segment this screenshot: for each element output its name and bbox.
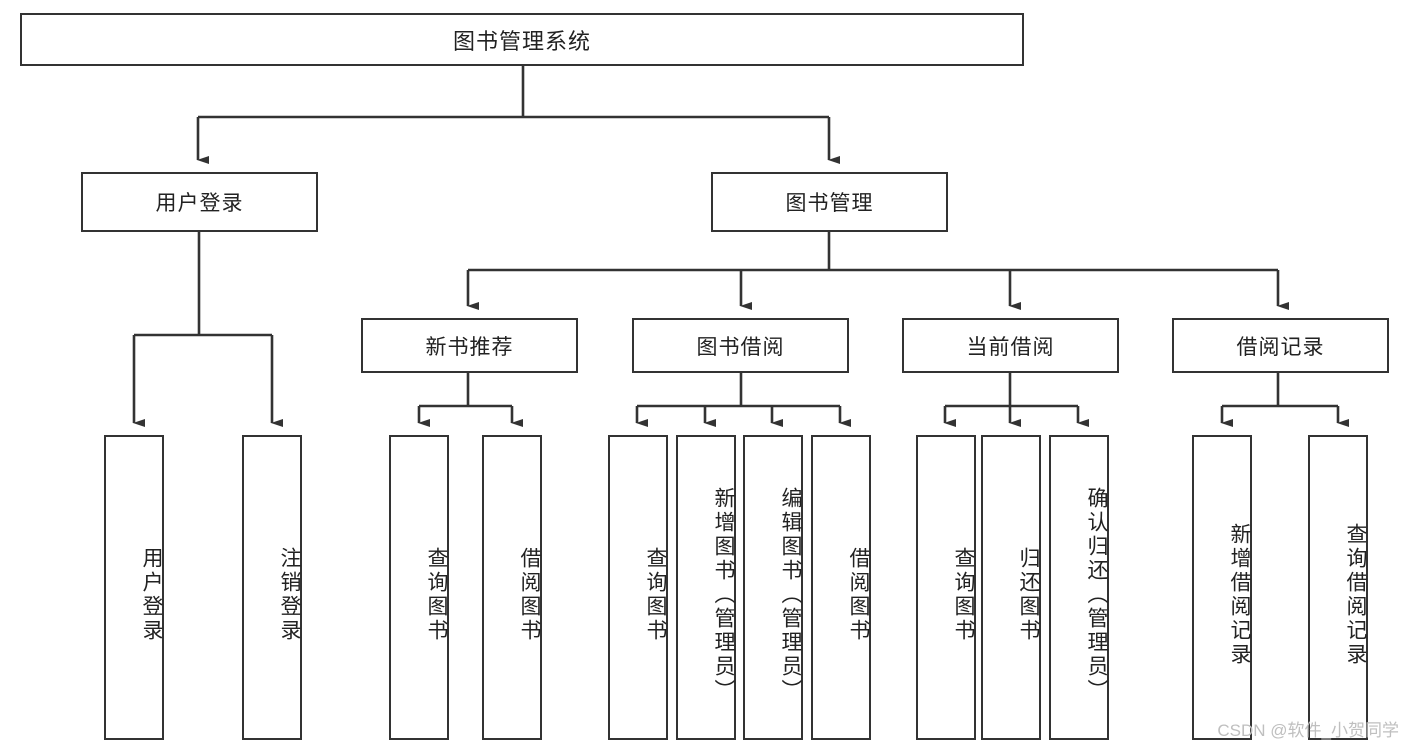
node-current-borrow[interactable]: 当前借阅: [902, 318, 1119, 373]
node-label: 借阅图书: [518, 546, 541, 643]
node-label: 查询图书: [644, 546, 667, 643]
node-book-borrow[interactable]: 图书借阅: [632, 318, 849, 373]
node-label: 借阅图书: [847, 546, 870, 643]
csdn-watermark: CSDN @软件_小贺同学: [1217, 721, 1399, 740]
leaf-add-borrow-record[interactable]: 新增借阅记录: [1192, 435, 1252, 740]
node-book-management-system[interactable]: 图书管理系统: [20, 13, 1024, 66]
leaf-confirm-return-admin[interactable]: 确认归还（管理员）: [1049, 435, 1109, 740]
leaf-user-login[interactable]: 用户登录: [104, 435, 164, 740]
node-label: 图书借阅: [696, 335, 785, 359]
node-label: 编辑图书（管理员）: [779, 486, 802, 703]
leaf-query-book-recommend[interactable]: 查询图书: [389, 435, 449, 740]
leaf-query-book-current[interactable]: 查询图书: [916, 435, 976, 740]
node-label: 归还图书: [1017, 546, 1040, 643]
leaf-query-book-borrow[interactable]: 查询图书: [608, 435, 668, 740]
node-label: 新增图书（管理员）: [712, 486, 735, 703]
leaf-borrow-book[interactable]: 借阅图书: [811, 435, 871, 740]
leaf-return-book[interactable]: 归还图书: [981, 435, 1041, 740]
node-label: 查询借阅记录: [1344, 522, 1367, 667]
leaf-query-borrow-record[interactable]: 查询借阅记录: [1308, 435, 1368, 740]
node-label: 借阅记录: [1236, 335, 1325, 359]
node-label: 用户登录: [155, 192, 244, 215]
leaf-logout[interactable]: 注销登录: [242, 435, 302, 740]
leaf-add-book-admin[interactable]: 新增图书（管理员）: [676, 435, 736, 740]
node-new-book-recommend[interactable]: 新书推荐: [361, 318, 578, 373]
leaf-edit-book-admin[interactable]: 编辑图书（管理员）: [743, 435, 803, 740]
node-label: 新增借阅记录: [1228, 522, 1251, 667]
node-book-management[interactable]: 图书管理: [711, 172, 948, 232]
node-label: 图书管理: [785, 192, 874, 215]
node-label: 用户登录: [140, 546, 163, 643]
node-label: 查询图书: [425, 546, 448, 643]
leaf-borrow-book-recommend[interactable]: 借阅图书: [482, 435, 542, 740]
node-label: 确认归还（管理员）: [1085, 486, 1108, 703]
node-label: 新书推荐: [425, 335, 514, 359]
node-label: 图书管理系统: [452, 28, 591, 54]
node-borrow-record[interactable]: 借阅记录: [1172, 318, 1389, 373]
node-label: 查询图书: [952, 546, 975, 643]
node-label: 注销登录: [278, 546, 301, 643]
node-label: 当前借阅: [966, 335, 1055, 359]
node-user-login[interactable]: 用户登录: [81, 172, 318, 232]
